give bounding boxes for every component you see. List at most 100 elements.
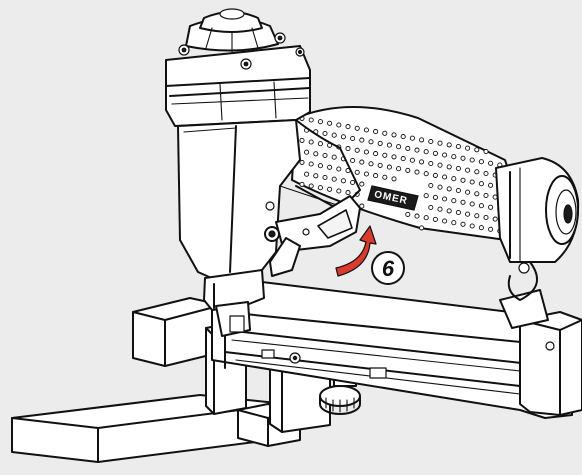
grip-dot [391, 132, 397, 138]
head-bolts [178, 32, 305, 70]
grip-dot [322, 152, 328, 159]
grip-dot [359, 137, 365, 143]
grip-dot [419, 159, 425, 165]
grip-dot [331, 176, 337, 182]
grip-dot [478, 203, 484, 209]
grip-dot [460, 221, 466, 227]
grip-dot [308, 117, 314, 123]
grip-dot [331, 154, 337, 160]
grip-dot [382, 152, 388, 158]
grip-dot [299, 137, 305, 143]
grip-dot [451, 198, 457, 204]
grip-dot [465, 167, 471, 173]
grip-dot [308, 139, 314, 145]
grip-dot [382, 130, 388, 136]
magazine-rail [211, 281, 582, 419]
grip-dot [460, 199, 466, 205]
grip-dot [451, 154, 457, 160]
grip-dot [437, 184, 443, 190]
grip-dot [478, 225, 484, 231]
head-housing [165, 45, 311, 127]
grip-dot [345, 146, 351, 152]
grip-dot [322, 130, 328, 137]
grip-dot [400, 156, 406, 162]
grip-dot [377, 140, 383, 146]
grip-dot [428, 138, 434, 145]
grip-dot [396, 144, 402, 150]
grip-dot [469, 157, 475, 163]
grip-dot [368, 161, 374, 167]
grip-dot [359, 181, 365, 187]
air-inlet-cap [495, 157, 580, 301]
grip-dot [345, 190, 351, 196]
grip-dot [465, 189, 471, 195]
grip-dot [492, 216, 498, 222]
grip-dot [317, 119, 323, 125]
trigger-assembly [264, 195, 361, 277]
grip-dot [446, 186, 452, 192]
step-number: 6 [382, 256, 395, 281]
grip-dot [313, 151, 319, 157]
rotation-arrow-icon [335, 225, 377, 277]
magazine-end-cap [519, 311, 582, 416]
grip-dot [451, 220, 457, 226]
grip-dot [465, 211, 471, 217]
grip-dot [322, 174, 328, 181]
grip-dot [488, 226, 494, 232]
grip-dot [363, 171, 369, 177]
grip-dot [386, 164, 392, 170]
grip-dot [377, 162, 383, 168]
grip-dot [469, 223, 475, 229]
grip-dot [373, 129, 379, 135]
grip-dot [483, 214, 489, 221]
grip-dot [400, 134, 406, 140]
grip-dot [432, 194, 438, 200]
grip-dot [336, 122, 342, 128]
grip-dot [474, 191, 480, 197]
grip-dot [474, 169, 480, 175]
grip-dot [354, 147, 360, 153]
grip-dot [442, 174, 448, 180]
grip-dot [382, 174, 388, 180]
grip-dot [317, 185, 323, 191]
grip-dot [455, 165, 461, 172]
grip-dot [373, 151, 379, 157]
grip-dot [423, 149, 429, 155]
grip-dot [423, 215, 429, 221]
brand-label: OMER [367, 185, 419, 211]
grip-dot [455, 143, 461, 150]
grip-dot [304, 171, 310, 177]
grip-dot [483, 148, 489, 155]
grip-dot [308, 183, 314, 189]
grip-dot [469, 201, 475, 207]
step-callout-circle [371, 251, 405, 285]
grip-dot [460, 177, 466, 183]
grip-dot [391, 154, 397, 160]
grip-dot [478, 159, 484, 165]
grip-dot [432, 172, 438, 178]
grip-dot [327, 164, 333, 170]
grip-dot [414, 213, 420, 219]
grip-dot [350, 135, 356, 142]
grip-dot [442, 152, 448, 158]
grip-dot [437, 206, 443, 212]
grip-dot [469, 179, 475, 185]
grip-dot [428, 204, 434, 211]
grip-dot [428, 160, 434, 167]
grip-dot [432, 150, 438, 156]
grip-dot [336, 188, 342, 194]
grip-dot [405, 145, 411, 151]
grip-dot [336, 166, 342, 172]
grip-dot [299, 159, 305, 165]
grip-dot [474, 147, 480, 153]
grip-dot [478, 181, 484, 187]
grip-dot [313, 173, 319, 179]
grip-dot [437, 140, 443, 146]
grip-dot [446, 142, 452, 148]
grip-dot [483, 170, 489, 177]
grip-dot [419, 137, 425, 143]
grip-dot [368, 139, 374, 145]
grip-dot [386, 142, 392, 148]
